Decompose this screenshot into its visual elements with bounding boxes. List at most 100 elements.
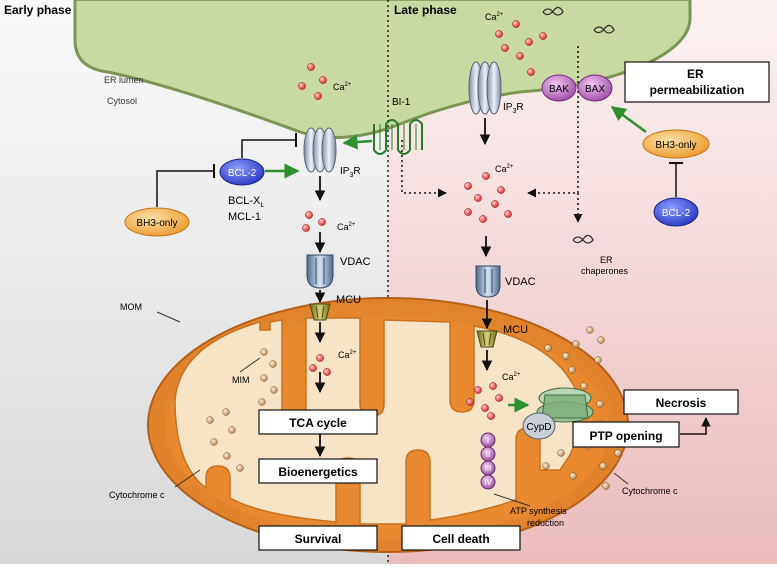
calcium-ion xyxy=(482,172,490,180)
cytochrome-c-dot xyxy=(260,348,268,356)
bioenergetics-label: Bioenergetics xyxy=(278,465,358,479)
ip3r-channel-early xyxy=(303,127,337,173)
er-permeabilization-label: ER permeabilization xyxy=(650,67,745,97)
calcium-ion xyxy=(316,354,324,362)
cytochrome-c-dot xyxy=(572,340,580,348)
er-chaperones-label: ER chaperones xyxy=(581,255,629,276)
ptp-to-necrosis-arrow xyxy=(680,417,711,435)
bcl2-label-early: BCL-2 xyxy=(228,168,257,179)
cytochrome-c-dot xyxy=(269,360,277,368)
cell-death-label: Cell death xyxy=(432,532,489,546)
necrosis-box xyxy=(623,389,739,415)
bclxl-label: BCL-XL xyxy=(228,195,264,209)
bak-label: BAK xyxy=(549,84,569,95)
ca-label-late-er: Ca2+ xyxy=(485,12,504,22)
calcium-ion xyxy=(501,44,509,52)
survival-label: Survival xyxy=(295,532,342,546)
cytochrome-c-dot xyxy=(270,386,278,394)
atp-synthesis-pointer xyxy=(493,493,531,507)
cytochrome-c-dot xyxy=(206,416,214,424)
cytochrome-c-dot xyxy=(569,472,577,480)
mcu-label-late: MCU xyxy=(503,324,528,336)
ca-label-early-matrix: Ca2+ xyxy=(338,350,357,360)
calcium-ion xyxy=(516,52,524,60)
complex-iv-label: IV xyxy=(484,478,492,487)
calcium-ion xyxy=(302,224,310,232)
bcl2-inhibits-ip3r-line xyxy=(241,139,296,158)
cypd-label: CypD xyxy=(526,422,551,433)
cytochrome-c-dot xyxy=(568,366,576,374)
calcium-ion xyxy=(318,218,326,226)
calcium-ion xyxy=(487,412,495,420)
bh3-only-late xyxy=(642,129,710,159)
cytosol-label: Cytosol xyxy=(107,96,137,106)
complex-ii-label: II xyxy=(486,450,490,459)
mim-label: MIM xyxy=(232,375,250,385)
ca-label-early-er: Ca2+ xyxy=(333,82,352,92)
bax-label: BAX xyxy=(585,84,605,95)
survival-box xyxy=(258,525,378,551)
vdac-label-late: VDAC xyxy=(505,276,536,288)
calcium-ion xyxy=(481,404,489,412)
bcl2-early xyxy=(219,158,265,186)
mcu-early xyxy=(309,303,331,321)
calcium-ion xyxy=(466,398,474,406)
cytochrome-c-dot xyxy=(236,464,244,472)
er-lumen-label: ER lumen xyxy=(104,75,144,85)
bi1-activates-ip3r-arrow xyxy=(342,134,373,150)
cytochrome-c-dot xyxy=(258,398,266,406)
bh3-activates-bax-arrow xyxy=(610,105,647,134)
calcium-ion xyxy=(307,63,315,71)
calcium-ion xyxy=(491,200,499,208)
cytochrome-c-dot xyxy=(594,356,602,364)
cytochrome-c-dot xyxy=(586,326,594,334)
calcium-ion xyxy=(474,194,482,202)
ca-label-early-cytosol: Ca2+ xyxy=(337,222,356,232)
cypd-protein xyxy=(522,412,556,440)
er-permeabilization-box xyxy=(624,61,770,103)
cytochrome-c-pointer-right xyxy=(613,472,629,485)
late-phase-title: Late phase xyxy=(394,3,457,17)
cytochrome-c-dot xyxy=(228,426,236,434)
mcu-late xyxy=(476,330,498,348)
cytochrome-c-dot xyxy=(542,462,550,470)
calcium-ion xyxy=(298,82,306,90)
calcium-ion xyxy=(464,182,472,190)
bh3-only-label-late: BH3-only xyxy=(655,140,696,151)
cytochrome-c-dot xyxy=(580,382,588,390)
cytochrome-c-dot xyxy=(597,336,605,344)
early-phase-title: Early phase xyxy=(4,3,72,17)
ip3r-label-early: IP3R xyxy=(340,166,361,179)
calcium-ion xyxy=(319,76,327,84)
atp-synthesis-label: ATP synthesis reduction xyxy=(510,506,569,528)
cytochrome-c-dot xyxy=(599,462,607,470)
vdac-early xyxy=(306,254,334,289)
mom-pointer xyxy=(156,311,181,323)
cytochrome-c-dot xyxy=(602,482,610,490)
necrosis-label: Necrosis xyxy=(656,396,707,410)
cytochrome-c-label-left: Cytochrome c xyxy=(109,490,165,500)
ip3r-label-late: IP3R xyxy=(503,102,524,115)
calcium-ion xyxy=(539,32,547,40)
calcium-ion xyxy=(512,20,520,28)
late-flow-arrows xyxy=(479,118,493,372)
calcium-ion xyxy=(323,368,331,376)
cytochrome-c-dot xyxy=(562,352,570,360)
calcium-ion xyxy=(489,382,497,390)
calcium-ion xyxy=(504,210,512,218)
vdac-label-early: VDAC xyxy=(340,256,371,268)
calcium-ion xyxy=(464,208,472,216)
calcium-ion xyxy=(495,394,503,402)
bh3-only-early xyxy=(124,207,190,237)
bh3-inhibits-bcl2-line xyxy=(156,170,214,207)
mom-label: MOM xyxy=(120,302,142,312)
mim-pointer xyxy=(239,357,261,373)
er-chaperone-icons xyxy=(542,6,615,244)
calcium-ion xyxy=(314,92,322,100)
tca-cycle-label: TCA cycle xyxy=(289,416,347,430)
cytochrome-c-pointer-left xyxy=(174,469,201,488)
bcl2-late xyxy=(653,197,699,227)
